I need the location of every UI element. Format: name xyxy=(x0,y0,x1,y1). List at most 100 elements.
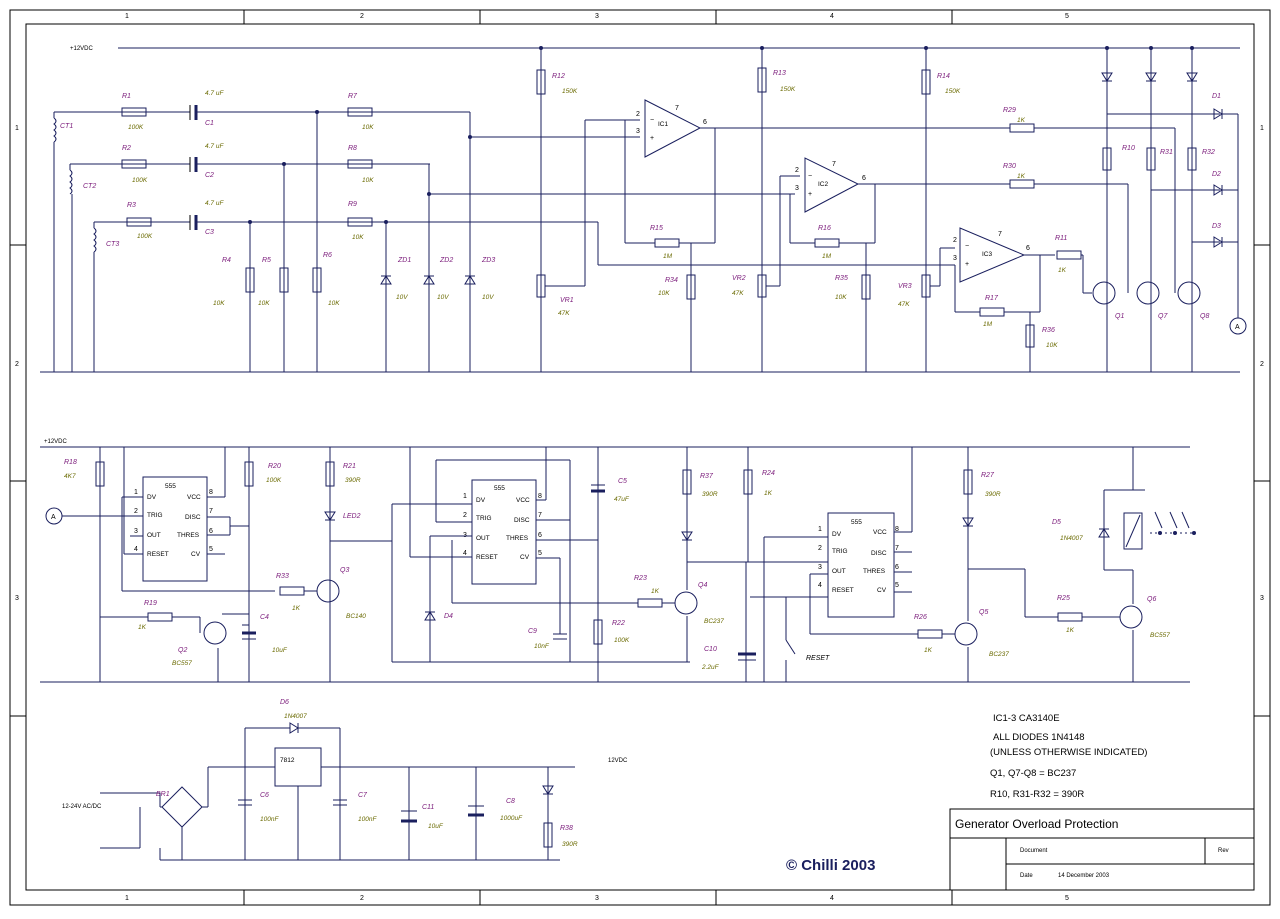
c2-value: 4.7 uF xyxy=(205,143,224,150)
timer3-num-8: 8 xyxy=(895,526,899,533)
date-label: Date xyxy=(1020,873,1033,879)
timer1-num-4: 4 xyxy=(134,546,138,553)
svg-text:7: 7 xyxy=(998,231,1002,238)
col-label-bottom-1: 1 xyxy=(125,895,129,902)
c4-ref: C4 xyxy=(260,614,269,621)
indicator-stage: R10 R31 R32 Q1 Q7 Q8 D1 D2 D3 xyxy=(1092,46,1247,372)
timer3-num-3: 3 xyxy=(818,564,822,571)
zd3-value: 10V xyxy=(482,294,494,301)
r24-value: 1K xyxy=(764,490,773,497)
c7-value: 100nF xyxy=(358,816,377,823)
note-line-5: R10, R31-R32 = 390R xyxy=(990,789,1084,800)
timer-ic-3: 555 DV TRIG OUT RESET VCC DISC THRES CV … xyxy=(748,447,913,682)
timer3-num-2: 2 xyxy=(818,545,822,552)
opamp-ic1: IC1 −+ 23 76 R15 1M R34 10K xyxy=(624,99,1010,372)
r13-ref: R13 xyxy=(773,70,786,77)
r32-ref: R32 xyxy=(1202,149,1215,156)
timer3-num-6: 6 xyxy=(895,564,899,571)
c1-ref: C1 xyxy=(205,120,214,127)
timer2-pin-cv: CV xyxy=(520,554,530,561)
c7-ref: C7 xyxy=(358,792,368,799)
reset-label: RESET xyxy=(806,655,830,662)
c11-value: 10uF xyxy=(428,823,444,830)
d6-ref: D6 xyxy=(280,699,289,706)
d3-ref: D3 xyxy=(1212,223,1221,230)
r26-value: 1K xyxy=(924,647,933,654)
r22-value: 100K xyxy=(614,637,630,644)
timer2-num-6: 6 xyxy=(538,532,542,539)
timer1-num-5: 5 xyxy=(209,546,213,553)
r21-value: 390R xyxy=(345,477,361,484)
resistor-r30 xyxy=(1009,179,1035,189)
opamp-ic2: IC2 −+ 23 76 R16 1M R35 10K xyxy=(789,157,1010,372)
resistor-r2 xyxy=(121,159,147,169)
q1-ref: Q1 xyxy=(1115,313,1124,320)
c3-ref: C3 xyxy=(205,229,214,236)
r17-ref: R17 xyxy=(985,295,999,302)
r38-ref: R38 xyxy=(560,825,573,832)
timer2-chip: 555 xyxy=(494,485,505,492)
q2-value: BC557 xyxy=(172,660,192,667)
r18-value: 4K7 xyxy=(64,473,76,480)
q3-value: BC140 xyxy=(346,613,366,620)
c6-ref: C6 xyxy=(260,792,269,799)
r16-value: 1M xyxy=(822,253,832,260)
mid-supply-label: +12VDC xyxy=(44,439,68,445)
r1-value: 100K xyxy=(128,124,144,131)
timer2-num-7: 7 xyxy=(538,512,542,519)
svg-text:2: 2 xyxy=(636,111,640,118)
col-label-top-3: 3 xyxy=(595,13,599,20)
col-label-bottom-3: 3 xyxy=(595,895,599,902)
timer3-pin-disc: DISC xyxy=(871,550,887,557)
r15-ref: R15 xyxy=(650,225,663,232)
d4-ref: D4 xyxy=(444,613,453,620)
timer1-num-7: 7 xyxy=(209,508,213,515)
q5-value: BC237 xyxy=(989,651,1009,658)
ic1-label: IC1 xyxy=(658,121,669,128)
timer2-pin-thres: THRES xyxy=(506,535,529,542)
r25-value: 1K xyxy=(1066,627,1075,634)
r16-ref: R16 xyxy=(818,225,831,232)
r26-ref: R26 xyxy=(914,614,927,621)
r27-value: 390R xyxy=(985,491,1001,498)
svg-text:7: 7 xyxy=(675,105,679,112)
timer3-num-7: 7 xyxy=(895,545,899,552)
row-label-left-3: 3 xyxy=(15,595,19,602)
d5-ref: D5 xyxy=(1052,519,1061,526)
input-network: R1 100K 4.7 uF C1 R7 10K R2 100K 4.7 uF … xyxy=(120,90,470,241)
ct3-label: CT3 xyxy=(106,241,119,248)
timer1-pin-trig: TRIG xyxy=(147,512,163,519)
r21-ref: R21 xyxy=(343,463,356,470)
r11-ref: R11 xyxy=(1055,235,1067,242)
q6-ref: Q6 xyxy=(1147,596,1156,603)
r13-value: 150K xyxy=(780,86,796,93)
r38-value: 390R xyxy=(562,841,578,848)
opamp-ic3: IC3 −+ 23 76 R17 1M R36 10K R11 1K xyxy=(953,227,1092,372)
relay-coil xyxy=(1123,512,1143,550)
timer2-pin-reset: RESET xyxy=(476,554,498,561)
ct1-label: CT1 xyxy=(60,123,73,130)
component-notes: IC1-3 CA3140E ALL DIODES 1N4148 (UNLESS … xyxy=(990,713,1147,800)
r8-value: 10K xyxy=(362,177,374,184)
timer2-num-1: 1 xyxy=(463,493,467,500)
current-sense-section: +12VDC CT1 CT2 CT3 R1 100K 4.7 uF C1 xyxy=(40,46,1247,373)
vr3-value: 47K xyxy=(898,301,910,308)
svg-text:2: 2 xyxy=(953,237,957,244)
reference-dividers: R12 150K VR1 47K R13 150K VR2 47K R14 15… xyxy=(536,46,961,372)
r6-ref: R6 xyxy=(323,252,332,259)
transistor-q6 xyxy=(1119,605,1143,629)
r37-ref: R37 xyxy=(700,473,714,480)
svg-text:6: 6 xyxy=(862,175,866,182)
r36-ref: R36 xyxy=(1042,327,1055,334)
r22-ref: R22 xyxy=(612,620,625,627)
timer1-pin-vcc: VCC xyxy=(187,494,201,501)
r20-value: 100K xyxy=(266,477,282,484)
date-value: 14 December 2003 xyxy=(1058,873,1110,879)
timer1-pin-dv: DV xyxy=(147,494,157,501)
timer2-num-5: 5 xyxy=(538,550,542,557)
col-label-top-4: 4 xyxy=(830,13,834,20)
resistor-r1 xyxy=(121,107,147,117)
svg-text:6: 6 xyxy=(703,119,707,126)
